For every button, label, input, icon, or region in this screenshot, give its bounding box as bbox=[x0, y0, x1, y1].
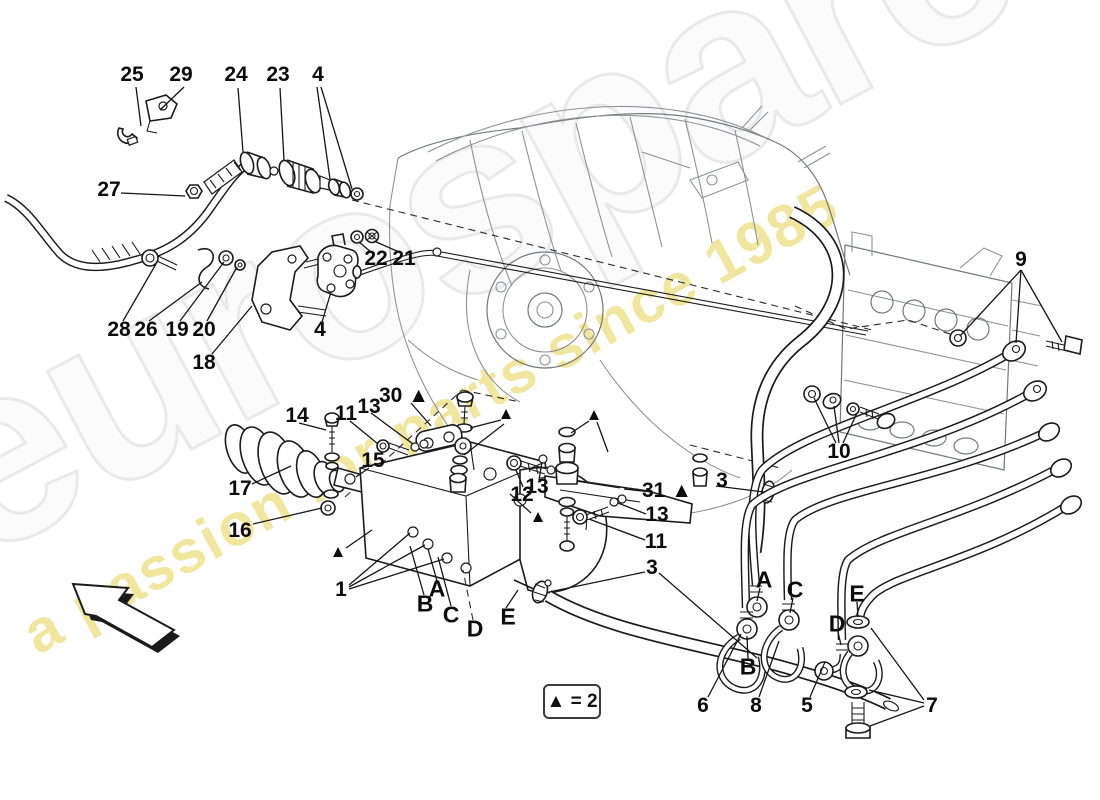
callout-16: 16 bbox=[228, 519, 252, 542]
callout-5: 5 bbox=[801, 694, 813, 717]
clutch-master-cylinder bbox=[224, 391, 708, 604]
callout-4: 4 bbox=[314, 318, 326, 341]
callout-A: A bbox=[428, 575, 446, 602]
callout-3: 3 bbox=[646, 556, 658, 579]
callout-18: 18 bbox=[192, 351, 216, 374]
callout-▲: ▲ bbox=[529, 507, 547, 526]
callout-21: 21 bbox=[392, 247, 416, 270]
callout-13: 13 bbox=[357, 395, 381, 418]
callout-6: 6 bbox=[697, 694, 709, 717]
callout-C: C bbox=[786, 576, 804, 603]
callout-▲: ▲ bbox=[497, 404, 515, 423]
callout-B: B bbox=[416, 590, 434, 617]
leader-lines bbox=[120, 86, 1063, 727]
callout-11: 11 bbox=[644, 530, 668, 553]
hydraulic-hose-bundle bbox=[740, 329, 1083, 641]
transmission-housing bbox=[388, 105, 851, 519]
callout-A: A bbox=[755, 566, 773, 593]
callout-14: 14 bbox=[285, 404, 309, 427]
callout-31▲: 31 ▲ bbox=[642, 479, 692, 502]
legend-box: ▲ = 2 bbox=[543, 684, 601, 719]
callout-E: E bbox=[849, 580, 865, 607]
callout-12: 12 bbox=[510, 483, 534, 506]
legend-text: ▲ = 2 bbox=[546, 690, 598, 712]
callout-13: 13 bbox=[645, 503, 669, 526]
callout-9: 9 bbox=[1015, 248, 1027, 271]
callout-30▲: 30 ▲ bbox=[379, 384, 429, 407]
callout-24: 24 bbox=[224, 63, 248, 86]
callout-22: 22 bbox=[364, 247, 388, 270]
callout-17: 17 bbox=[228, 477, 252, 500]
callout-29: 29 bbox=[169, 63, 193, 86]
callout-C: C bbox=[442, 601, 460, 628]
callout-D: D bbox=[828, 610, 846, 637]
callout-28: 28 bbox=[107, 318, 131, 341]
callout-23: 23 bbox=[266, 63, 290, 86]
callout-8: 8 bbox=[750, 694, 762, 717]
callout-26: 26 bbox=[134, 318, 158, 341]
callout-15: 15 bbox=[361, 449, 385, 472]
callout-20: 20 bbox=[192, 318, 216, 341]
callout-B: B bbox=[739, 653, 757, 680]
callout-7: 7 bbox=[926, 694, 938, 717]
callout-25: 25 bbox=[120, 63, 144, 86]
callout-E: E bbox=[500, 603, 516, 630]
callout-13: 13 bbox=[525, 475, 549, 498]
callout-27: 27 bbox=[97, 178, 121, 201]
clutch-pipe bbox=[356, 247, 869, 336]
callout-▲: ▲ bbox=[585, 405, 603, 424]
callout-19: 19 bbox=[165, 318, 189, 341]
callout-11: 11 bbox=[334, 402, 358, 425]
callout-D: D bbox=[466, 615, 484, 642]
callout-1: 1 bbox=[335, 578, 347, 601]
callout-10: 10 bbox=[827, 440, 851, 463]
callout-3: 3 bbox=[716, 469, 728, 492]
direction-arrow bbox=[71, 582, 180, 653]
callout-4: 4 bbox=[312, 63, 324, 86]
hose-end-fittings bbox=[716, 585, 883, 739]
callout-▲: ▲ bbox=[329, 542, 347, 561]
